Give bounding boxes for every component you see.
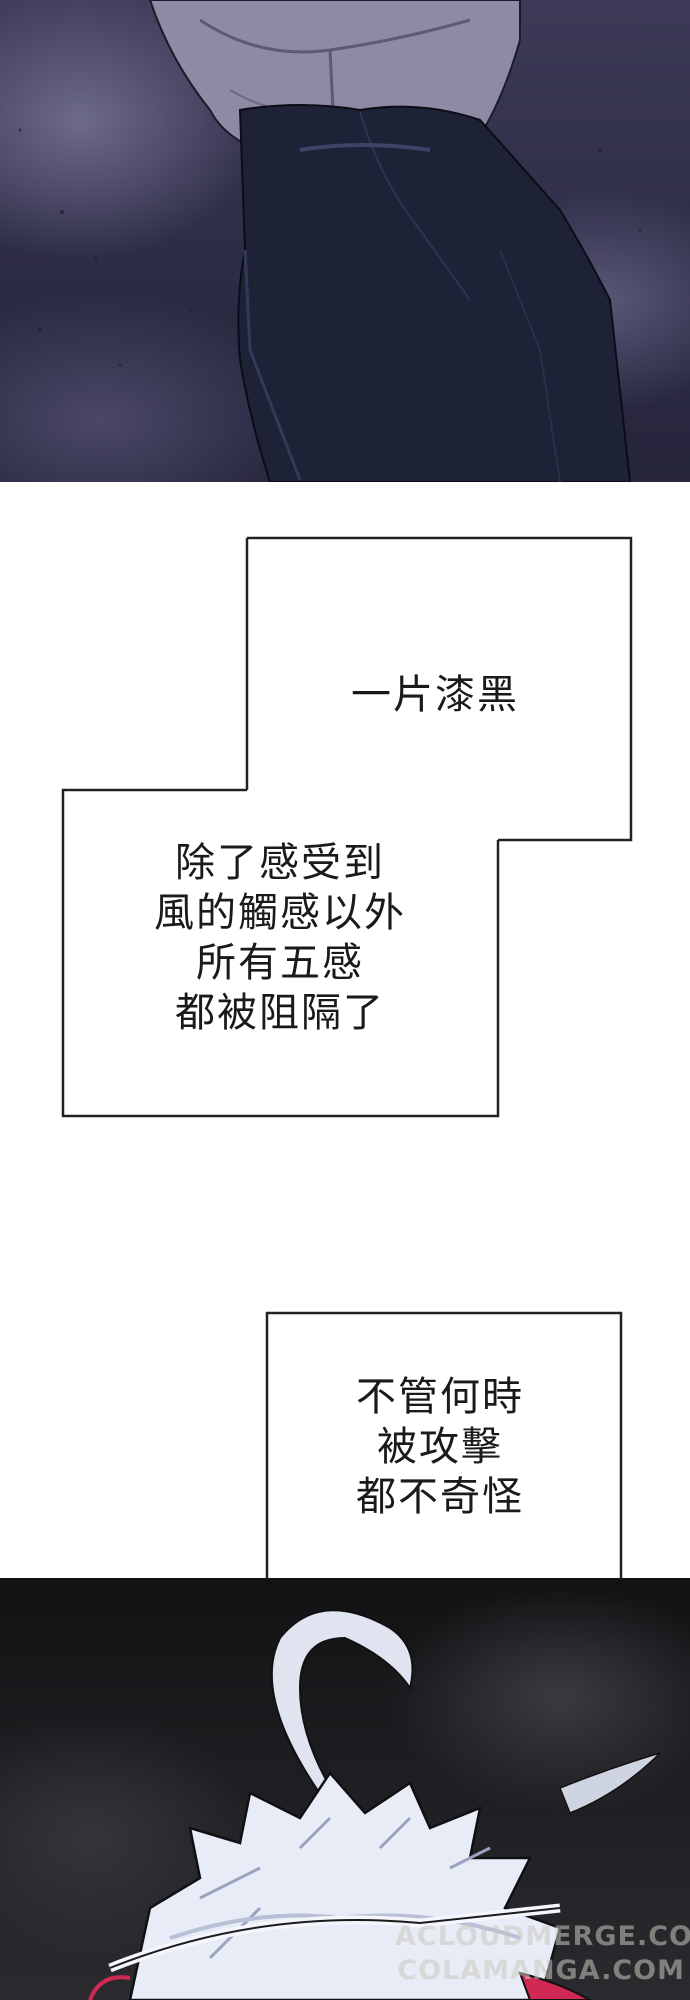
caption-pitch-black: 一片漆黑 <box>330 670 540 720</box>
caption-line: 風的觸感以外 <box>154 890 406 936</box>
caption-line: 都不奇怪 <box>356 1474 524 1520</box>
caption-line: 不管何時 <box>356 1374 524 1420</box>
caption-line: 被攻擊 <box>377 1424 503 1470</box>
top-illustration-panel <box>0 0 690 482</box>
caption-line: 都被阻隔了 <box>175 990 385 1036</box>
caption-senses-blocked: 除了感受到 風的觸感以外 所有五感 都被阻隔了 <box>120 838 440 1038</box>
caption-line: 一片漆黑 <box>351 672 519 718</box>
caption-box-outline <box>61 536 633 1118</box>
watermark-line: ACLOUDMERGE.COM <box>395 1921 690 1952</box>
caption-attack-anytime: 不管何時 被攻擊 都不奇怪 <box>320 1372 560 1522</box>
caption-line: 除了感受到 <box>175 840 385 886</box>
white-haired-figure-art <box>88 1609 661 2000</box>
caption-box-outline-attack <box>265 1311 623 1593</box>
torso-figure-art <box>18 0 662 482</box>
bottom-illustration-panel <box>0 1578 690 2000</box>
site-watermark: ACLOUDMERGE.COM COLAMANGA.COM <box>395 1920 690 1988</box>
watermark-line: COLAMANGA.COM <box>397 1955 685 1986</box>
caption-line: 所有五感 <box>196 940 364 986</box>
